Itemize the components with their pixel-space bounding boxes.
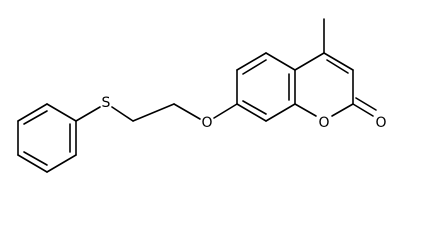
- double-bond-inner: [326, 59, 349, 74]
- carbonyl-group: [352, 97, 377, 117]
- ring-oxygen-label: O: [318, 115, 329, 131]
- bond: [236, 52, 267, 71]
- chemical-structure: S O O O: [17, 18, 387, 173]
- pyranone-ring: [294, 52, 354, 117]
- bond: [265, 103, 296, 122]
- bond: [236, 103, 267, 122]
- bond: [294, 52, 325, 71]
- bond: [17, 154, 48, 173]
- ether-oxygen-label: O: [201, 115, 212, 131]
- bond: [323, 52, 354, 71]
- atom-labels: S O O O: [102, 95, 387, 131]
- bond: [331, 103, 354, 117]
- bond: [132, 103, 175, 122]
- bond: [265, 52, 296, 71]
- thioethyl-linker: [75, 103, 238, 122]
- bond: [213, 103, 238, 119]
- bond: [75, 106, 101, 122]
- bond: [46, 103, 77, 122]
- double-bond-inner: [242, 59, 267, 75]
- bond: [17, 103, 48, 122]
- bond: [352, 103, 374, 117]
- bond: [355, 97, 377, 111]
- coumarin-benzo-ring: [236, 52, 296, 122]
- double-bond-inner: [23, 110, 48, 125]
- bond: [46, 154, 77, 173]
- bond: [173, 103, 201, 120]
- sulfur-atom-label: S: [102, 95, 111, 111]
- bond: [294, 103, 317, 117]
- double-bond-inner: [242, 100, 267, 115]
- phenyl-ring: [17, 103, 77, 173]
- carbonyl-oxygen-label: O: [375, 115, 386, 131]
- double-bond-inner: [23, 151, 48, 166]
- bond: [111, 106, 134, 122]
